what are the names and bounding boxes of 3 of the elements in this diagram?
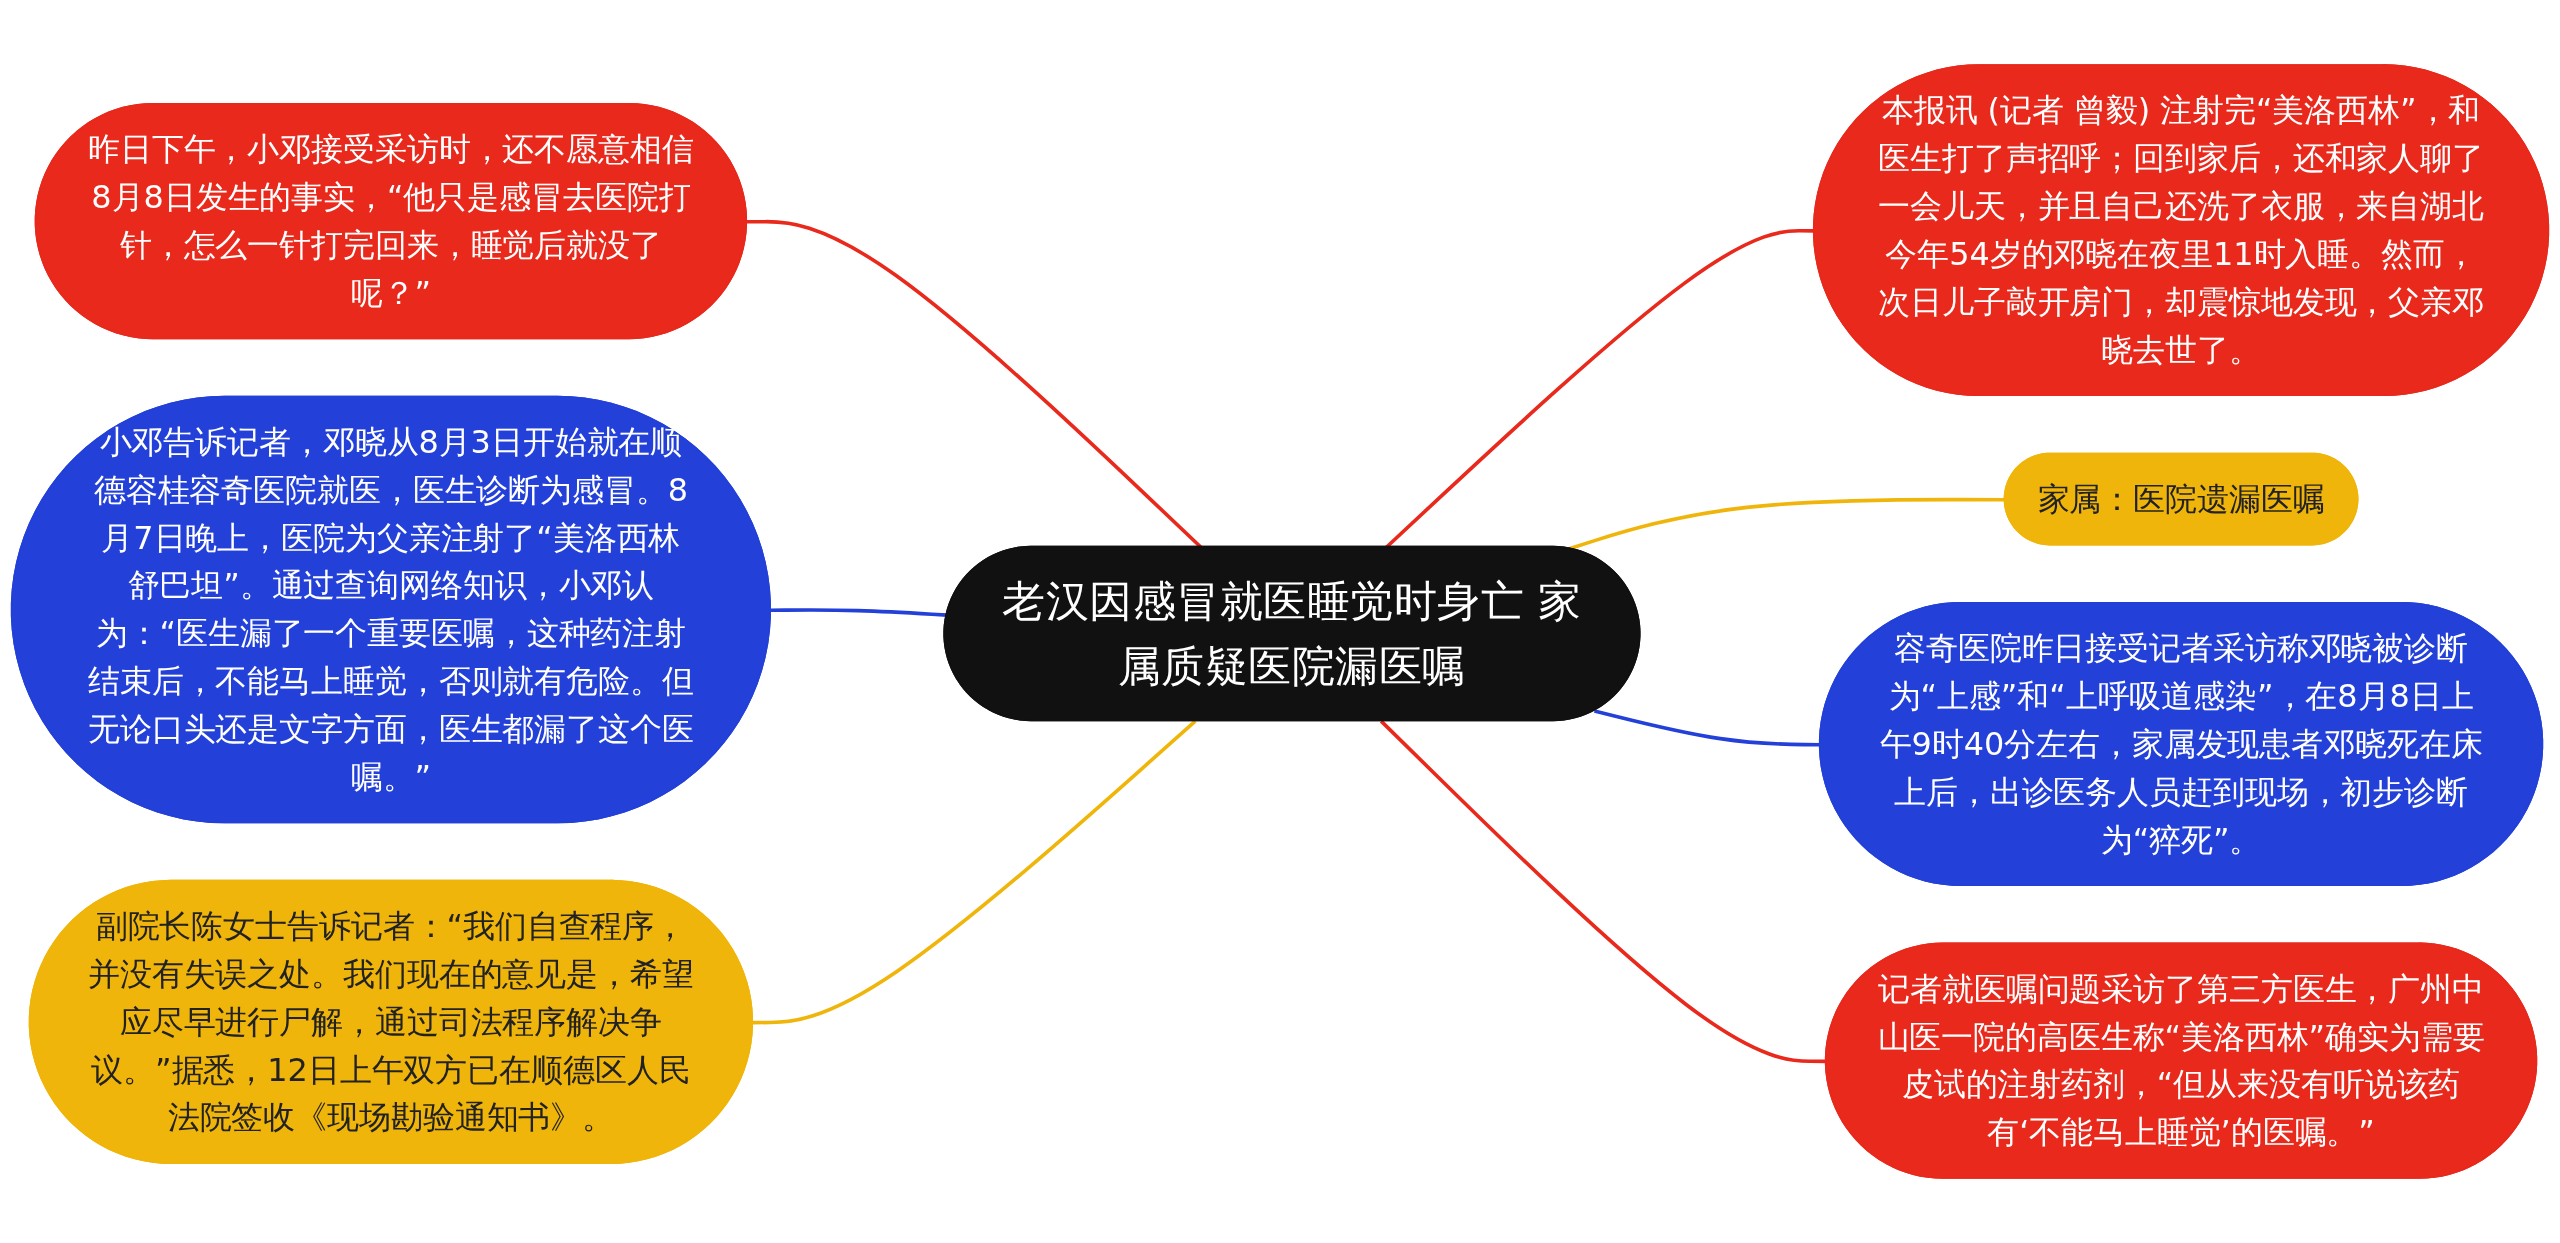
connector — [770, 608, 947, 617]
connector — [753, 719, 1197, 1025]
connector — [1379, 719, 1827, 1064]
